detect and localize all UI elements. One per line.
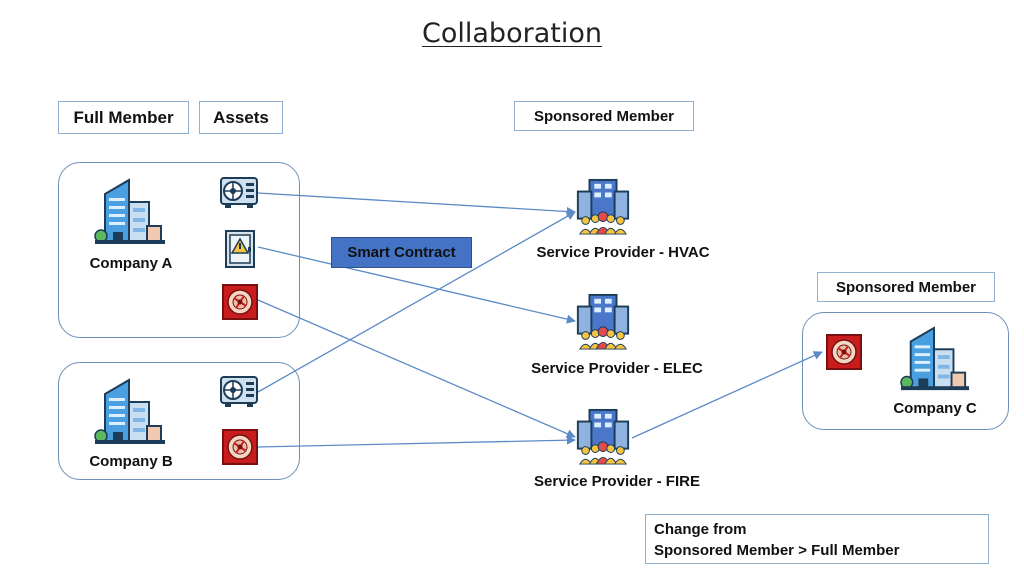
company-b-label: Company B [89,453,173,470]
company-a-label: Company A [89,255,173,272]
service-provider-building-icon [574,408,632,466]
sponsored-member-tag-providers: Sponsored Member [514,101,694,131]
sponsored-member-tag-company-c: Sponsored Member [817,272,995,302]
note-line-2: Sponsored Member > Full Member [654,542,900,559]
office-building-icon [94,376,166,448]
assets-tag-label: Assets [213,107,269,127]
air-conditioner-unit-icon [219,375,259,409]
membership-change-note: Change from Sponsored Member > Full Memb… [645,514,989,564]
connector-hvac-a [257,192,576,217]
connector-fire-a [257,299,576,438]
connector-elec-a [257,246,576,324]
office-building-icon [900,324,970,394]
sponsored-member-tag-label: Sponsored Member [533,107,675,125]
fire-alarm-icon [222,284,258,320]
smart-contract-text: Smart Contract [347,244,456,261]
full-member-tag: Full Member [58,101,189,134]
full-member-tag-label: Full Member [73,107,174,127]
note-line-1: Change from [654,521,747,538]
provider-hvac-label: Service Provider - HVAC [536,244,710,261]
service-provider-building-icon [574,178,632,236]
fire-alarm-icon [826,334,862,370]
company-a-group [58,162,300,338]
company-c-label: Company C [893,400,977,417]
sponsored-member-tag-label: Sponsored Member [835,278,977,296]
assets-tag: Assets [199,101,283,134]
electrical-panel-icon [224,229,256,269]
connector-fire-b [257,435,576,448]
company-b-group [58,362,300,480]
company-c-group [802,312,1009,430]
connector-fire-to-company-c [631,351,823,439]
service-provider-building-icon [574,293,632,351]
smart-contract-label: Smart Contract [331,237,472,268]
fire-alarm-icon [222,429,258,465]
office-building-icon [94,176,166,248]
air-conditioner-unit-icon [219,176,259,210]
provider-elec-label: Service Provider - ELEC [531,360,703,377]
provider-fire-label: Service Provider - FIRE [534,473,700,490]
page-title: Collaboration [422,18,602,49]
connector-hvac-b [257,211,576,393]
